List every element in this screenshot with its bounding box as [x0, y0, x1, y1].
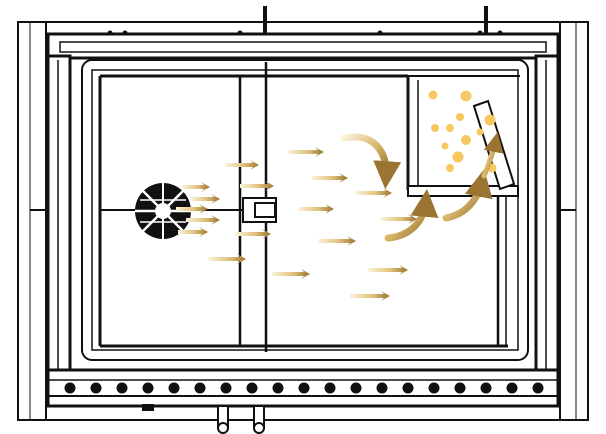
- rail-roller: [532, 382, 544, 394]
- flow-arrow: [381, 214, 417, 224]
- flow-arrow: [225, 160, 259, 170]
- airflow-arrows: [176, 147, 417, 301]
- curved-flow-arrow: [340, 133, 402, 190]
- rail-roller: [298, 382, 310, 394]
- top-band: [46, 30, 560, 60]
- curved-airflow-arrows: [340, 132, 504, 242]
- rail-roller: [194, 382, 206, 394]
- rail-roller: [428, 382, 440, 394]
- flow-arrow: [312, 173, 348, 183]
- flow-arrow: [186, 215, 220, 225]
- rail-roller: [272, 382, 284, 394]
- curved-flow-arrow: [384, 188, 439, 242]
- side-walls: [30, 54, 576, 378]
- rail-rollers: [64, 382, 544, 394]
- rail-roller: [454, 382, 466, 394]
- rail-roller: [376, 382, 388, 394]
- flow-arrow: [240, 181, 274, 191]
- curved-flow-arrow: [481, 132, 504, 179]
- flow-arrow: [178, 227, 208, 237]
- rail-roller: [220, 382, 232, 394]
- flow-arrow: [356, 188, 392, 198]
- rail-roller: [142, 382, 154, 394]
- flow-arrow: [298, 204, 334, 214]
- flow-arrow: [272, 269, 310, 279]
- flow-arrow: [182, 182, 210, 192]
- flow-arrow: [235, 229, 271, 239]
- flow-arrow: [208, 254, 246, 264]
- flow-arrow: [350, 291, 390, 301]
- rail-roller: [168, 382, 180, 394]
- outer-housing: [17, 6, 589, 421]
- rail-roller: [324, 382, 336, 394]
- rail-roller: [350, 382, 362, 394]
- curved-flow-arrow: [442, 169, 493, 222]
- flow-arrow: [318, 236, 356, 246]
- rail-roller: [116, 382, 128, 394]
- fan-icon: [135, 183, 191, 239]
- flow-arrow: [288, 147, 324, 157]
- rail-roller: [480, 382, 492, 394]
- heated-particles: [428, 90, 497, 173]
- bottom-rail: [46, 368, 560, 434]
- flow-arrow: [176, 204, 208, 214]
- flow-arrow: [368, 265, 408, 275]
- rail-roller: [402, 382, 414, 394]
- rail-roller: [246, 382, 258, 394]
- rail-roller: [90, 382, 102, 394]
- rail-roller: [506, 382, 518, 394]
- rail-roller: [64, 382, 76, 394]
- flow-arrow: [190, 194, 220, 204]
